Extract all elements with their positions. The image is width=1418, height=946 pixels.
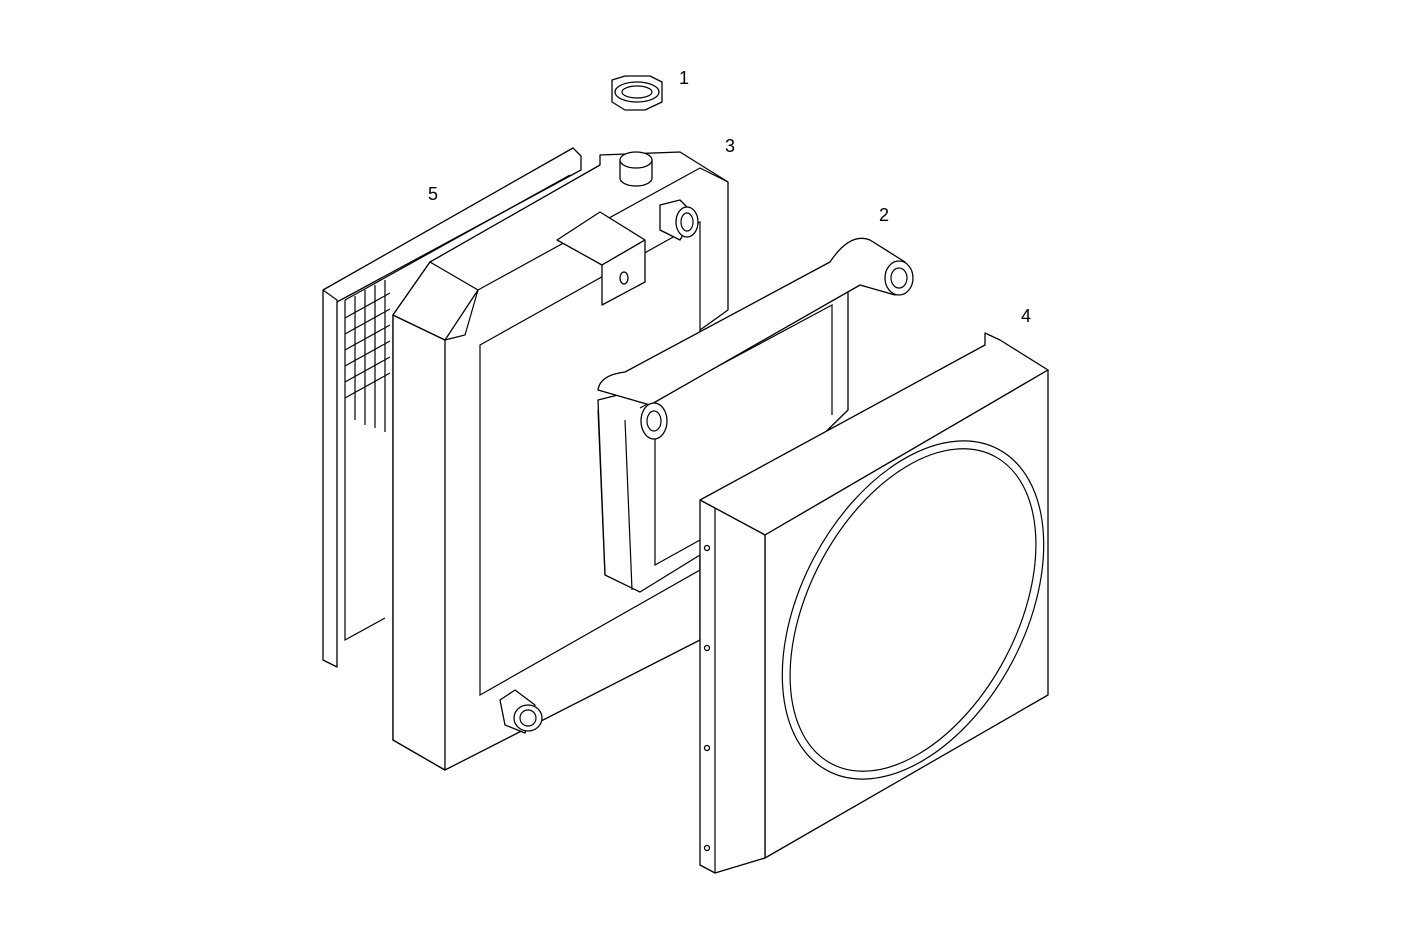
callout-label-3: 3 <box>725 136 736 156</box>
part-1-filler-cap <box>611 75 663 111</box>
part-4-fan-shroud <box>699 332 1049 874</box>
callout-label-5: 5 <box>428 184 439 204</box>
callout-label-2: 2 <box>879 205 890 225</box>
part-3-radiator <box>392 151 729 771</box>
part-2-intercooler <box>597 237 914 593</box>
part-5-screen-filter <box>322 147 582 668</box>
callout-label-4: 4 <box>1021 306 1032 326</box>
callout-label-1: 1 <box>679 68 690 88</box>
